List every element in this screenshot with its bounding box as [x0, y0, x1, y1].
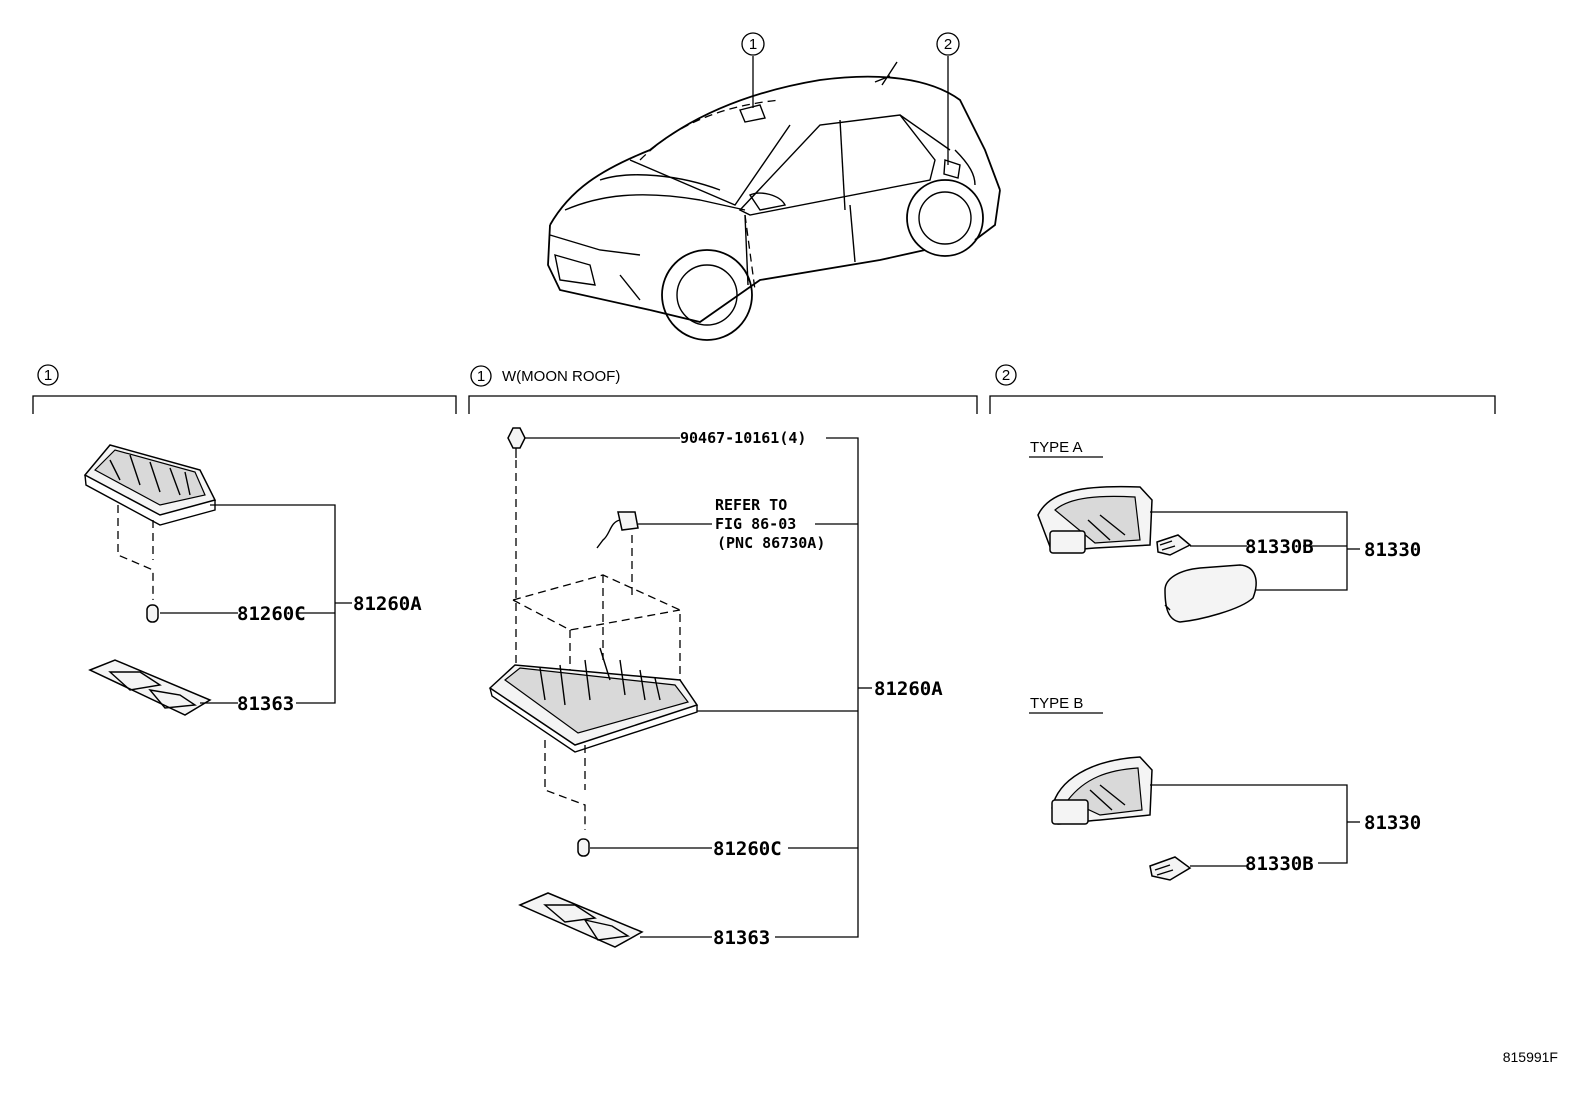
figure-code: 815991F: [1503, 1049, 1558, 1065]
type-b-part-81330B: 81330B: [1245, 853, 1314, 875]
middle-section-parts: [488, 427, 872, 948]
middle-refer-line2: FIG 86-03: [715, 515, 796, 533]
middle-part-81260C: 81260C: [713, 838, 782, 860]
type-b-label: TYPE B: [1030, 695, 1083, 712]
section-brackets: [32, 364, 1496, 414]
middle-part-81363: 81363: [713, 927, 770, 949]
middle-refer-line3: (PNC 86730A): [717, 534, 825, 552]
middle-part-81260A: 81260A: [874, 678, 943, 700]
type-a-part-81330B: 81330B: [1245, 536, 1314, 558]
callout-1: [741, 32, 765, 56]
left-part-81260C: 81260C: [237, 603, 306, 625]
section-2-number: 1: [477, 368, 485, 385]
vehicle-illustration: [547, 56, 1001, 341]
middle-part-clip: 90467-10161(4): [680, 429, 806, 447]
callout-1-label: 1: [749, 36, 757, 53]
type-a-label: TYPE A: [1030, 439, 1083, 456]
section-1-number: 1: [44, 367, 52, 384]
middle-refer-line1: REFER TO: [715, 496, 787, 514]
section-2-title: W(MOON ROOF): [502, 368, 620, 385]
right-section-parts: [1029, 456, 1360, 881]
callout-2: [936, 32, 960, 56]
left-part-81363: 81363: [237, 693, 294, 715]
callout-2-label: 2: [944, 36, 952, 53]
type-b-part-81330: 81330: [1364, 812, 1421, 834]
type-a-part-81330: 81330: [1364, 539, 1421, 561]
section-3-number: 2: [1002, 367, 1010, 384]
left-section-parts: [83, 444, 352, 716]
left-part-81260A: 81260A: [353, 593, 422, 615]
